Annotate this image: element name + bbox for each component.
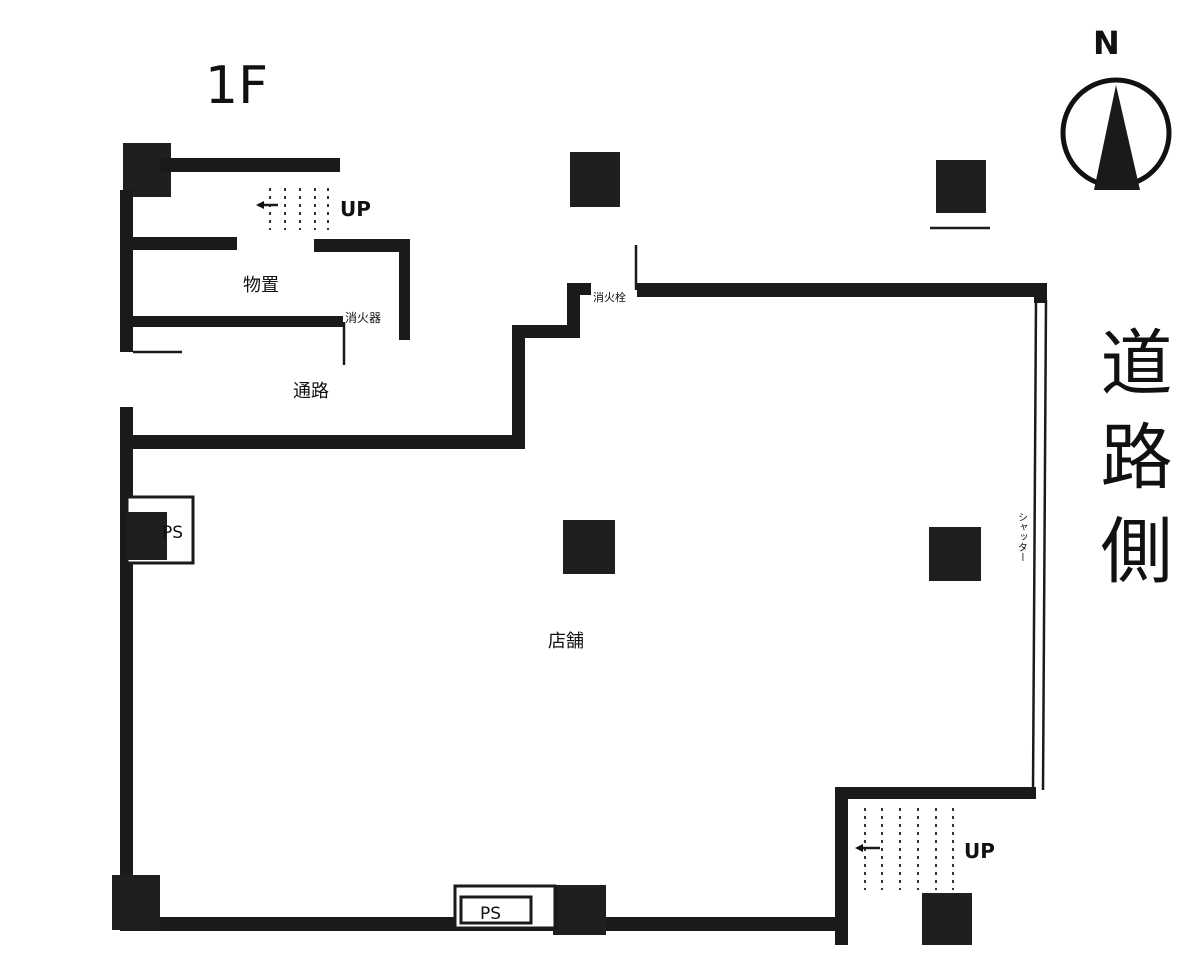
store-step2-vertical [567,283,580,338]
store-right-window-outer [1041,299,1048,791]
store-top-left-wall [120,435,525,449]
fire-hydrant-label: 消火栓 [593,290,626,304]
store-right-notch-top [840,787,1036,799]
storage-right-wall [399,245,410,340]
structural-columns [112,152,990,945]
lower-staircase: UP [855,808,995,890]
store-right-window-inner [1031,299,1038,791]
storage-mid-wall-right [314,239,410,252]
column-top-center [570,152,620,207]
column-mid-center [563,520,615,574]
storage-room-label: 物置 [243,275,279,296]
store-step1-vertical [512,325,525,449]
column-bottom-center [553,885,606,935]
upper-stair-arrowhead-icon [256,201,264,209]
upper-stair-up-label: UP [340,197,371,221]
store-step2-horizontal [567,283,591,295]
ps-left: PS [125,495,195,565]
upper-staircase: UP [256,188,371,230]
compass-north-letter: N [1093,24,1120,62]
north-compass: N [1060,24,1172,190]
store-left-wall [120,447,133,931]
store-right-notch-vertical [835,787,848,945]
lower-stair-arrowhead-icon [855,844,863,852]
store-room-label: 店舗 [548,631,584,652]
road-side-label: 道路側 [1088,325,1172,607]
lower-stair-up-label: UP [964,839,995,863]
fire-extinguisher-label: 消火器 [345,311,381,325]
store-step1-horizontal [512,325,580,338]
column-bottom-left [112,875,160,930]
compass-arrow-icon [1094,85,1140,190]
ps-bottom-label: PS [480,904,501,924]
column-bottom-right [922,893,972,945]
store-top-wall [637,283,1047,297]
column-mid-right [929,527,981,581]
ps-bottom: PS [453,884,557,930]
ps-left-label: PS [162,523,183,543]
column-top-right [936,160,986,213]
floor-label: 1F [205,56,268,116]
store-walls [120,245,1048,945]
storage-block [120,143,410,365]
storage-left-wall [120,190,133,352]
passage-label: 通路 [293,381,329,402]
east-window-label: シャッター [1016,512,1028,562]
storage-bottom-wall [133,316,343,327]
storage-top-wall [160,158,340,172]
storage-mid-wall-left [133,237,237,250]
store-right-wall-top [1034,283,1047,303]
